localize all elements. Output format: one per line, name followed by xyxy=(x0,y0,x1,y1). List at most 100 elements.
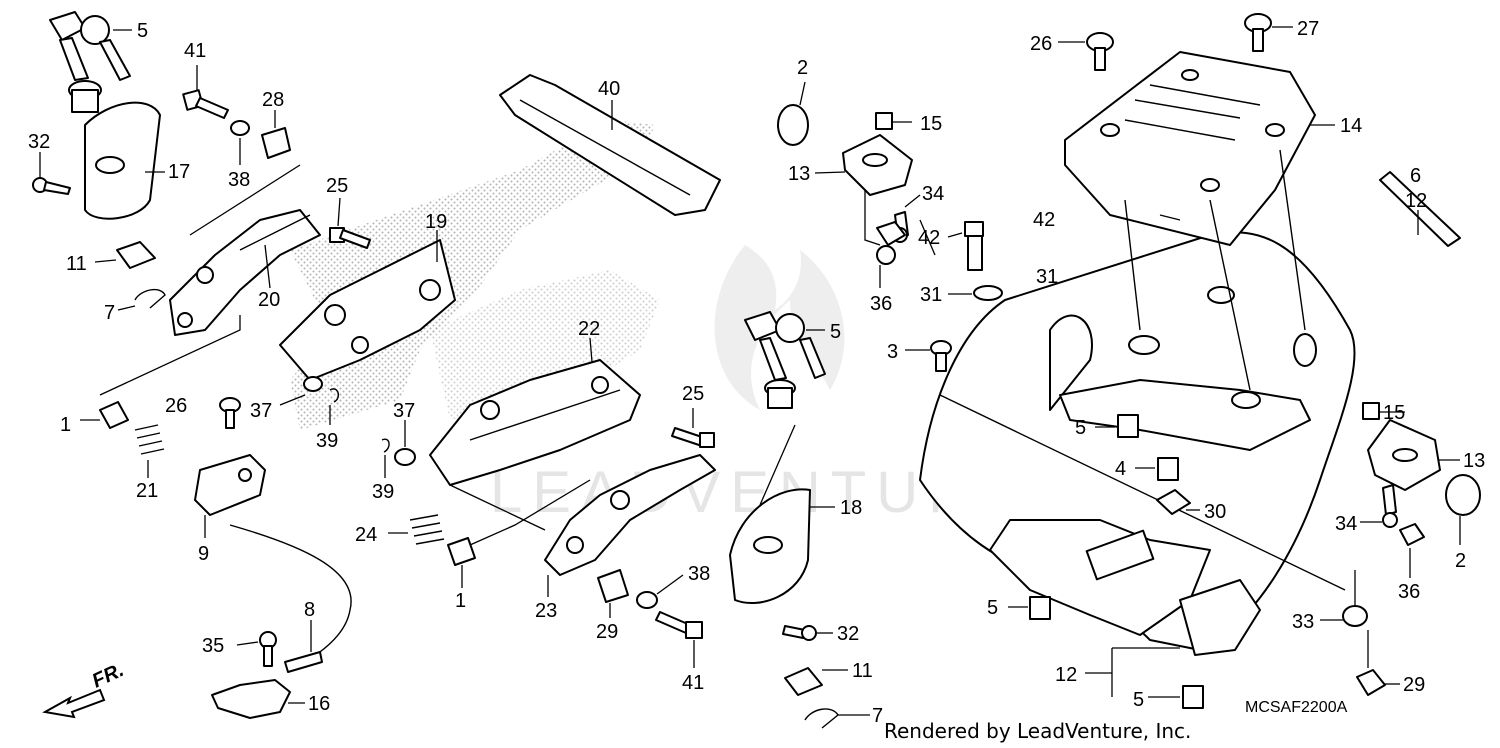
callout: 32 xyxy=(837,623,859,645)
washer-38-left xyxy=(230,120,250,165)
bolt-25-center xyxy=(671,408,715,448)
bolt-26-right xyxy=(1244,13,1293,52)
bracket-13-top xyxy=(814,134,913,196)
callout: 13 xyxy=(788,163,810,185)
bolt-3 xyxy=(905,340,952,372)
washer-38-center xyxy=(636,574,684,609)
grommet-2-top xyxy=(777,81,809,146)
callout: 3 xyxy=(887,341,898,363)
callout: 30 xyxy=(1204,501,1226,523)
callout: 39 xyxy=(372,481,394,503)
callout: 31 xyxy=(920,284,942,306)
callout: 7 xyxy=(872,705,883,727)
collar-5-a xyxy=(1095,414,1139,438)
bolt-25-left xyxy=(329,197,371,249)
diagram-code: MCSAF2200A xyxy=(1245,699,1348,716)
clip-nut-11-center xyxy=(784,667,848,696)
callout: 41 xyxy=(184,40,206,62)
callout: 13 xyxy=(1463,450,1485,472)
callout: 25 xyxy=(326,175,348,197)
front-indicator-label: FR. xyxy=(89,659,127,693)
nut-15-right xyxy=(1362,402,1405,420)
callout: 11 xyxy=(852,660,873,682)
callout: 12 xyxy=(1405,190,1427,212)
callout: 19 xyxy=(425,211,447,233)
callout: 42 xyxy=(1033,209,1055,231)
key-set-left xyxy=(49,11,132,113)
callout: 1 xyxy=(60,414,71,436)
screw-35 xyxy=(236,631,277,667)
callout: 38 xyxy=(688,563,710,585)
hinge-plate-20-left xyxy=(169,209,321,336)
callout: 31 xyxy=(1036,266,1058,288)
callout: 39 xyxy=(316,430,338,452)
callout: 29 xyxy=(596,621,618,643)
strap-40 xyxy=(499,74,721,216)
clip-7-center xyxy=(804,708,870,729)
callout-bracket-12 xyxy=(1085,647,1180,697)
bolt-42-center xyxy=(655,611,703,668)
cable-8 xyxy=(229,524,352,673)
callout: 25 xyxy=(682,383,704,405)
collar-5-b xyxy=(1008,596,1051,620)
bushing-1-left xyxy=(80,401,129,429)
callout: 7 xyxy=(104,302,115,324)
collar-28-left xyxy=(261,110,291,159)
bolt-42-left xyxy=(182,65,229,119)
callout: 38 xyxy=(228,169,250,191)
hinge-23 xyxy=(544,454,716,597)
callout: 2 xyxy=(1455,550,1466,572)
callout: 37 xyxy=(393,400,415,422)
cover-left xyxy=(84,101,165,220)
circlip-39-center xyxy=(381,438,390,478)
callout: 22 xyxy=(578,318,600,340)
callout: 4 xyxy=(1115,458,1126,480)
collar-5-c xyxy=(1148,685,1204,709)
collar-33 xyxy=(1320,570,1368,627)
callout: 32 xyxy=(28,131,50,153)
callout: 5 xyxy=(1133,689,1144,711)
callout: 41 xyxy=(682,672,704,694)
callout: 33 xyxy=(1292,611,1314,633)
bushing-1-center xyxy=(447,537,476,588)
callout: 42 xyxy=(918,227,940,249)
callout: 8 xyxy=(304,599,315,621)
bolt-26-left xyxy=(1058,32,1114,71)
callout: 15 xyxy=(920,113,942,135)
washer-37-center xyxy=(394,420,416,466)
circlip-39-left xyxy=(329,388,340,425)
callout: 11 xyxy=(66,253,87,275)
grab-rail-frame xyxy=(919,231,1356,656)
screw-32-left xyxy=(32,152,71,195)
render-credit: Rendered by LeadVenture, Inc. xyxy=(884,719,1191,743)
callout: 1 xyxy=(455,590,466,612)
callout: 9 xyxy=(198,543,209,565)
callout: 36 xyxy=(1398,581,1420,603)
nut-15-top xyxy=(875,112,912,130)
callout: 37 xyxy=(250,400,272,422)
bracket-16 xyxy=(211,679,305,719)
bracket-13-right xyxy=(1367,419,1460,491)
callout: 21 xyxy=(136,480,158,502)
clip-7-left xyxy=(117,288,166,311)
callout: 6 xyxy=(1410,165,1421,187)
wing-emblem xyxy=(290,120,660,430)
washer-31 xyxy=(948,285,1003,301)
callout: 2 xyxy=(797,57,808,79)
screw-32-center xyxy=(782,625,833,641)
nut-29 xyxy=(1356,630,1400,696)
callout: 29 xyxy=(1403,674,1425,696)
spring-21 xyxy=(134,424,165,478)
nut-36-right xyxy=(1399,523,1425,578)
callout: 27 xyxy=(1297,18,1319,40)
callout: 36 xyxy=(870,293,892,315)
collar-28-center xyxy=(597,569,629,618)
leader-lines xyxy=(99,164,1181,546)
callout: 5 xyxy=(1075,417,1086,439)
callout: 24 xyxy=(355,524,377,546)
callout: 34 xyxy=(1335,513,1357,535)
callout: 20 xyxy=(258,289,280,311)
bolt-27 xyxy=(219,397,241,429)
cover-18 xyxy=(729,488,835,605)
callout: 5 xyxy=(830,321,841,343)
